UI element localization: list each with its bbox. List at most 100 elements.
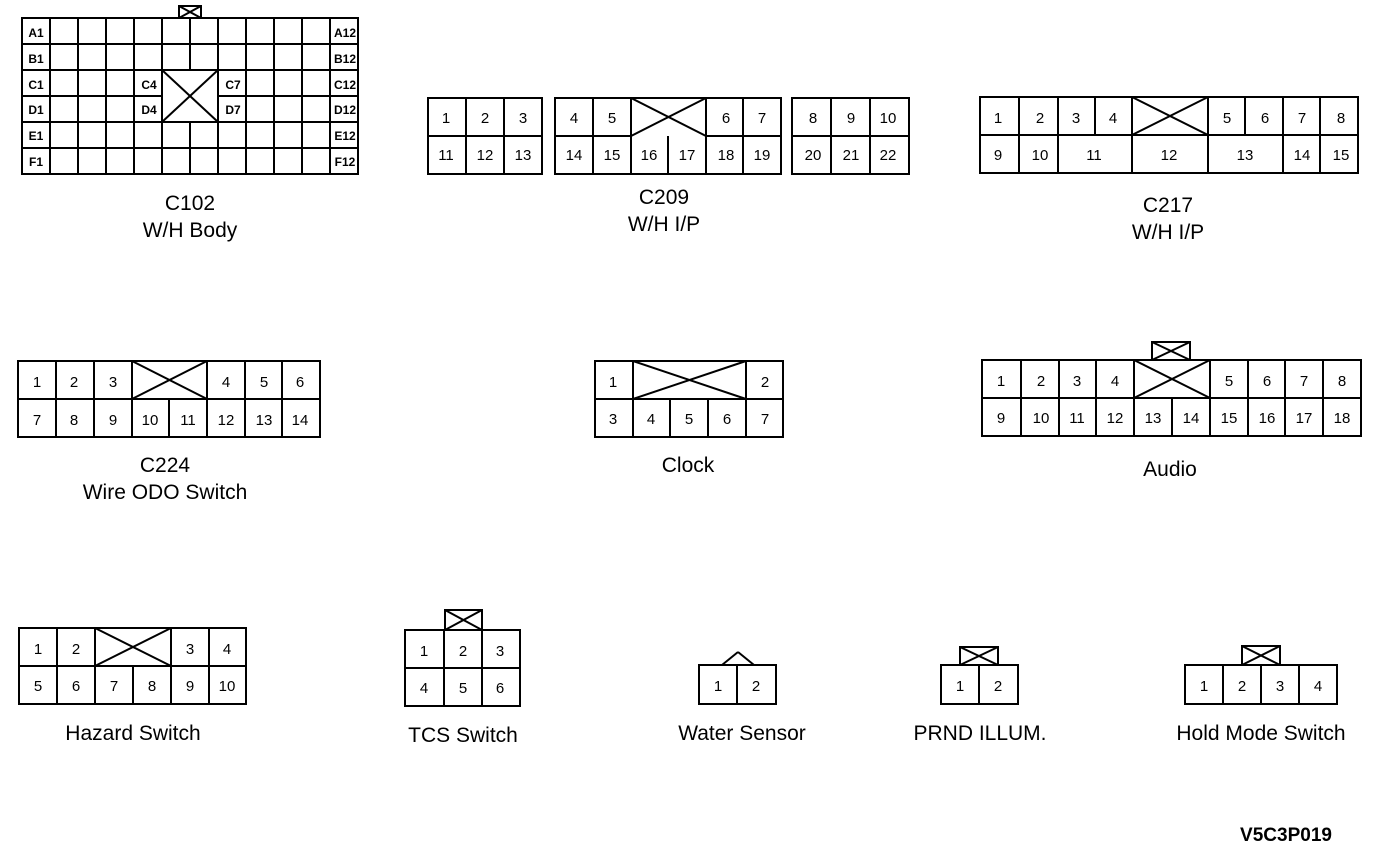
audio-pin: 8 (1338, 373, 1346, 390)
hazard-pin: 9 (186, 678, 194, 695)
c217-pin: 5 (1223, 110, 1231, 127)
connector-water-sensor: 1 2 Water Sensor (678, 678, 806, 745)
lock-tab-icon (1151, 341, 1191, 361)
c102-pin-d4: D4 (141, 103, 157, 117)
audio-pin: 17 (1296, 410, 1313, 427)
c209-pin: 22 (880, 147, 897, 164)
hazard-pin: 2 (72, 641, 80, 658)
hold-pin: 1 (1200, 678, 1208, 695)
c217-pin: 4 (1109, 110, 1117, 127)
clock-pin: 1 (609, 374, 617, 391)
c209-pin: 17 (679, 147, 696, 164)
c217-pin: 1 (994, 110, 1002, 127)
c209-pin: 11 (438, 147, 454, 164)
lock-tab-icon (959, 646, 999, 666)
audio-pin: 4 (1111, 373, 1119, 390)
c102-code: C102 (165, 192, 215, 215)
c224-pin: 6 (296, 374, 304, 391)
c209-pin: 13 (515, 147, 532, 164)
c102-pin-e12: E12 (334, 129, 356, 143)
c224-pin: 5 (260, 374, 268, 391)
c209-pin: 5 (608, 110, 616, 127)
c209-pin: 16 (641, 147, 658, 164)
prnd-pin: 2 (994, 678, 1002, 695)
c224-pin: 9 (109, 412, 117, 429)
c224-pin: 1 (33, 374, 41, 391)
prnd-pin: 1 (956, 678, 964, 695)
c224-pin: 8 (70, 412, 78, 429)
audio-pin: 16 (1259, 410, 1276, 427)
c217-pin: 2 (1036, 110, 1044, 127)
c224-pin: 11 (180, 412, 196, 429)
connector-tcs-switch: 1 2 3 4 5 6 TCS Switch (408, 643, 518, 747)
c224-pin: 3 (109, 374, 117, 391)
water-pin: 2 (752, 678, 760, 695)
lock-tab-icon (444, 609, 483, 631)
c209-pin: 15 (604, 147, 621, 164)
c224-pin: 13 (256, 412, 273, 429)
lock-tab-icon (178, 5, 202, 19)
audio-pin: 1 (997, 373, 1005, 390)
c217-name: W/H I/P (1132, 221, 1204, 244)
c209-pin: 4 (570, 110, 578, 127)
c217-code: C217 (1143, 194, 1193, 217)
c209-name: W/H I/P (628, 213, 700, 236)
tcs-pin: 4 (420, 680, 428, 697)
c217-pin: 11 (1086, 147, 1102, 164)
c102-pin-b12: B12 (334, 52, 356, 66)
c217-pin: 12 (1161, 147, 1178, 164)
tcs-pin: 2 (459, 643, 467, 660)
c102-pin-c7: C7 (225, 78, 241, 92)
polarity-tab-icon (721, 651, 739, 666)
hazard-pin: 6 (72, 678, 80, 695)
hold-pin: 4 (1314, 678, 1322, 695)
c102-pin-c4: C4 (141, 78, 157, 92)
lock-tab-icon (959, 646, 999, 666)
c209-pin: 19 (754, 147, 771, 164)
audio-pin: 18 (1334, 410, 1351, 427)
hazard-pin: 10 (219, 678, 236, 695)
c209-pin: 7 (758, 110, 766, 127)
c209-pin: 3 (519, 110, 527, 127)
connector-audio: 1 2 3 4 5 6 7 8 9 10 11 12 13 14 15 16 1… (997, 373, 1351, 481)
c209-pin: 10 (880, 110, 897, 127)
clock-pin: 3 (609, 411, 617, 428)
lock-tab-icon (1241, 645, 1281, 666)
c224-pin: 4 (222, 374, 230, 391)
blank-cavity-cross (1133, 359, 1211, 399)
connector-hold-mode-switch: 1 2 3 4 Hold Mode Switch (1176, 678, 1345, 745)
audio-pin: 11 (1069, 410, 1085, 427)
hold-pin: 3 (1276, 678, 1284, 695)
c209-pin: 6 (722, 110, 730, 127)
c102-pin-c1: C1 (28, 78, 44, 92)
connector-hazard-switch: 1 2 3 4 5 6 7 8 9 10 Hazard Switch (34, 641, 236, 745)
clock-pin: 5 (685, 411, 693, 428)
c224-pin: 12 (218, 412, 235, 429)
c224-code: C224 (140, 454, 191, 477)
c217-pin: 13 (1237, 147, 1254, 164)
c217-pin: 3 (1072, 110, 1080, 127)
audio-name: Audio (1143, 458, 1197, 481)
blank-cavity-cross (161, 69, 219, 123)
hazard-pin: 4 (223, 641, 231, 658)
c102-pin-e1: E1 (29, 129, 44, 143)
c224-pin: 14 (292, 412, 309, 429)
hazard-pin: 7 (110, 678, 118, 695)
hold-name: Hold Mode Switch (1176, 722, 1345, 745)
hazard-pin: 5 (34, 678, 42, 695)
connector-shapes (17, 5, 1362, 707)
audio-pin: 6 (1263, 373, 1271, 390)
clock-pin: 2 (761, 374, 769, 391)
lock-tab-icon (178, 5, 202, 19)
audio-pin: 13 (1145, 410, 1162, 427)
water-pin: 1 (714, 678, 722, 695)
c102-pin-a1: A1 (28, 26, 44, 40)
c224-name: Wire ODO Switch (83, 481, 248, 504)
lock-tab-icon (1151, 341, 1191, 361)
c209-pin: 21 (843, 147, 860, 164)
connector-c209: 1 2 3 11 12 13 4 5 6 7 14 15 16 17 18 19… (438, 110, 896, 236)
c209-pin: 9 (847, 110, 855, 127)
c217-pin: 14 (1294, 147, 1311, 164)
tcs-name: TCS Switch (408, 724, 518, 747)
